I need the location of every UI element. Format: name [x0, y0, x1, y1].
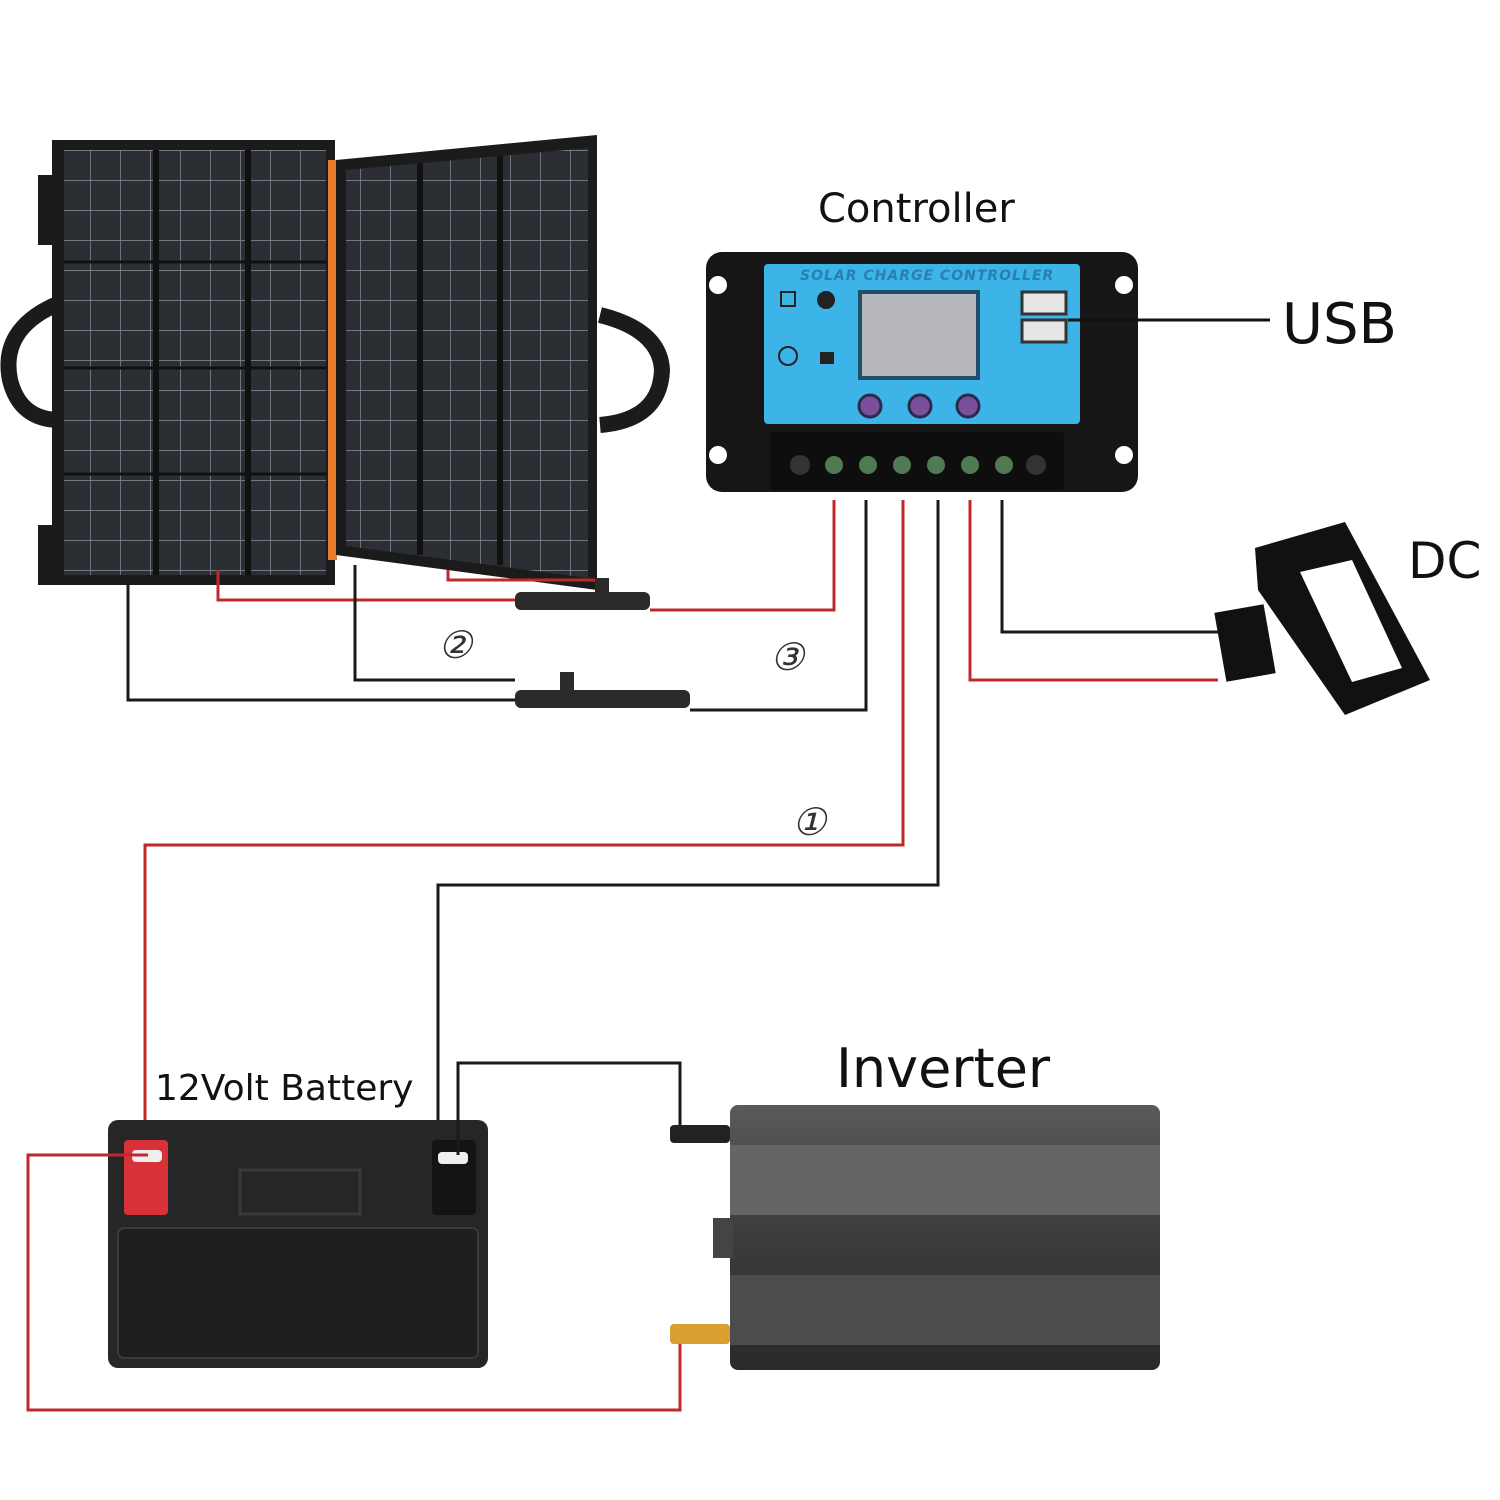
- gear-icon: [817, 291, 835, 309]
- terminal-screw: [961, 456, 979, 474]
- step-marker-3: ③: [770, 635, 806, 679]
- inverter-positive-wire: [26, 1153, 682, 1412]
- mount-hole: [709, 276, 727, 294]
- terminal-cover: [1026, 455, 1046, 475]
- mc4-branch-negative: [515, 690, 690, 708]
- menu-button[interactable]: [857, 393, 883, 419]
- controller-panel-title: SOLAR CHARGE CONTROLLER: [800, 268, 1054, 284]
- usb-port-bottom: [1020, 318, 1068, 344]
- inverter-negative-wire: [456, 1061, 682, 1155]
- step-marker-2: ②: [438, 623, 474, 667]
- clock-icon: [778, 346, 798, 366]
- negative-terminal: [432, 1140, 476, 1215]
- terminal-screw: [995, 456, 1013, 474]
- battery-negative-wire: [436, 500, 940, 1145]
- battery-label: 12Volt Battery: [155, 1068, 413, 1109]
- terminal-screw: [893, 456, 911, 474]
- panel-hinge: [328, 160, 337, 560]
- panel-handle-right: [597, 307, 671, 433]
- plus-button[interactable]: [955, 393, 981, 419]
- status-icon: [780, 291, 796, 307]
- terminal-cover: [790, 455, 810, 475]
- minus-button[interactable]: [907, 393, 933, 419]
- controller-lcd: [858, 290, 980, 380]
- inverter-label: Inverter: [836, 1037, 1051, 1100]
- dc-load-lamp: [1214, 522, 1430, 715]
- battery: [108, 1120, 488, 1368]
- inverter-positive-post: [670, 1324, 730, 1344]
- dc-label: DC: [1408, 532, 1481, 590]
- usb-label: USB: [1282, 292, 1397, 357]
- mc4-branch-positive: [515, 592, 650, 610]
- terminal-screw: [927, 456, 945, 474]
- panel-wiring: [126, 500, 868, 712]
- dc-negative-wire: [1000, 500, 1218, 634]
- dc-positive-wire: [968, 500, 1218, 682]
- inverter-negative-post: [670, 1125, 730, 1143]
- step-marker-1: ①: [792, 800, 828, 844]
- charge-controller: SOLAR CHARGE CONTROLLER: [706, 252, 1138, 492]
- lock-icon: [820, 352, 834, 364]
- controller-label: Controller: [818, 186, 1015, 232]
- terminal-screw: [859, 456, 877, 474]
- inverter: [670, 1105, 1160, 1370]
- terminal-screw: [825, 456, 843, 474]
- panel-handle-left: [0, 297, 61, 428]
- usb-port-top: [1020, 290, 1068, 316]
- battery-positive-wire: [143, 500, 905, 1138]
- solar-panel: [0, 135, 671, 590]
